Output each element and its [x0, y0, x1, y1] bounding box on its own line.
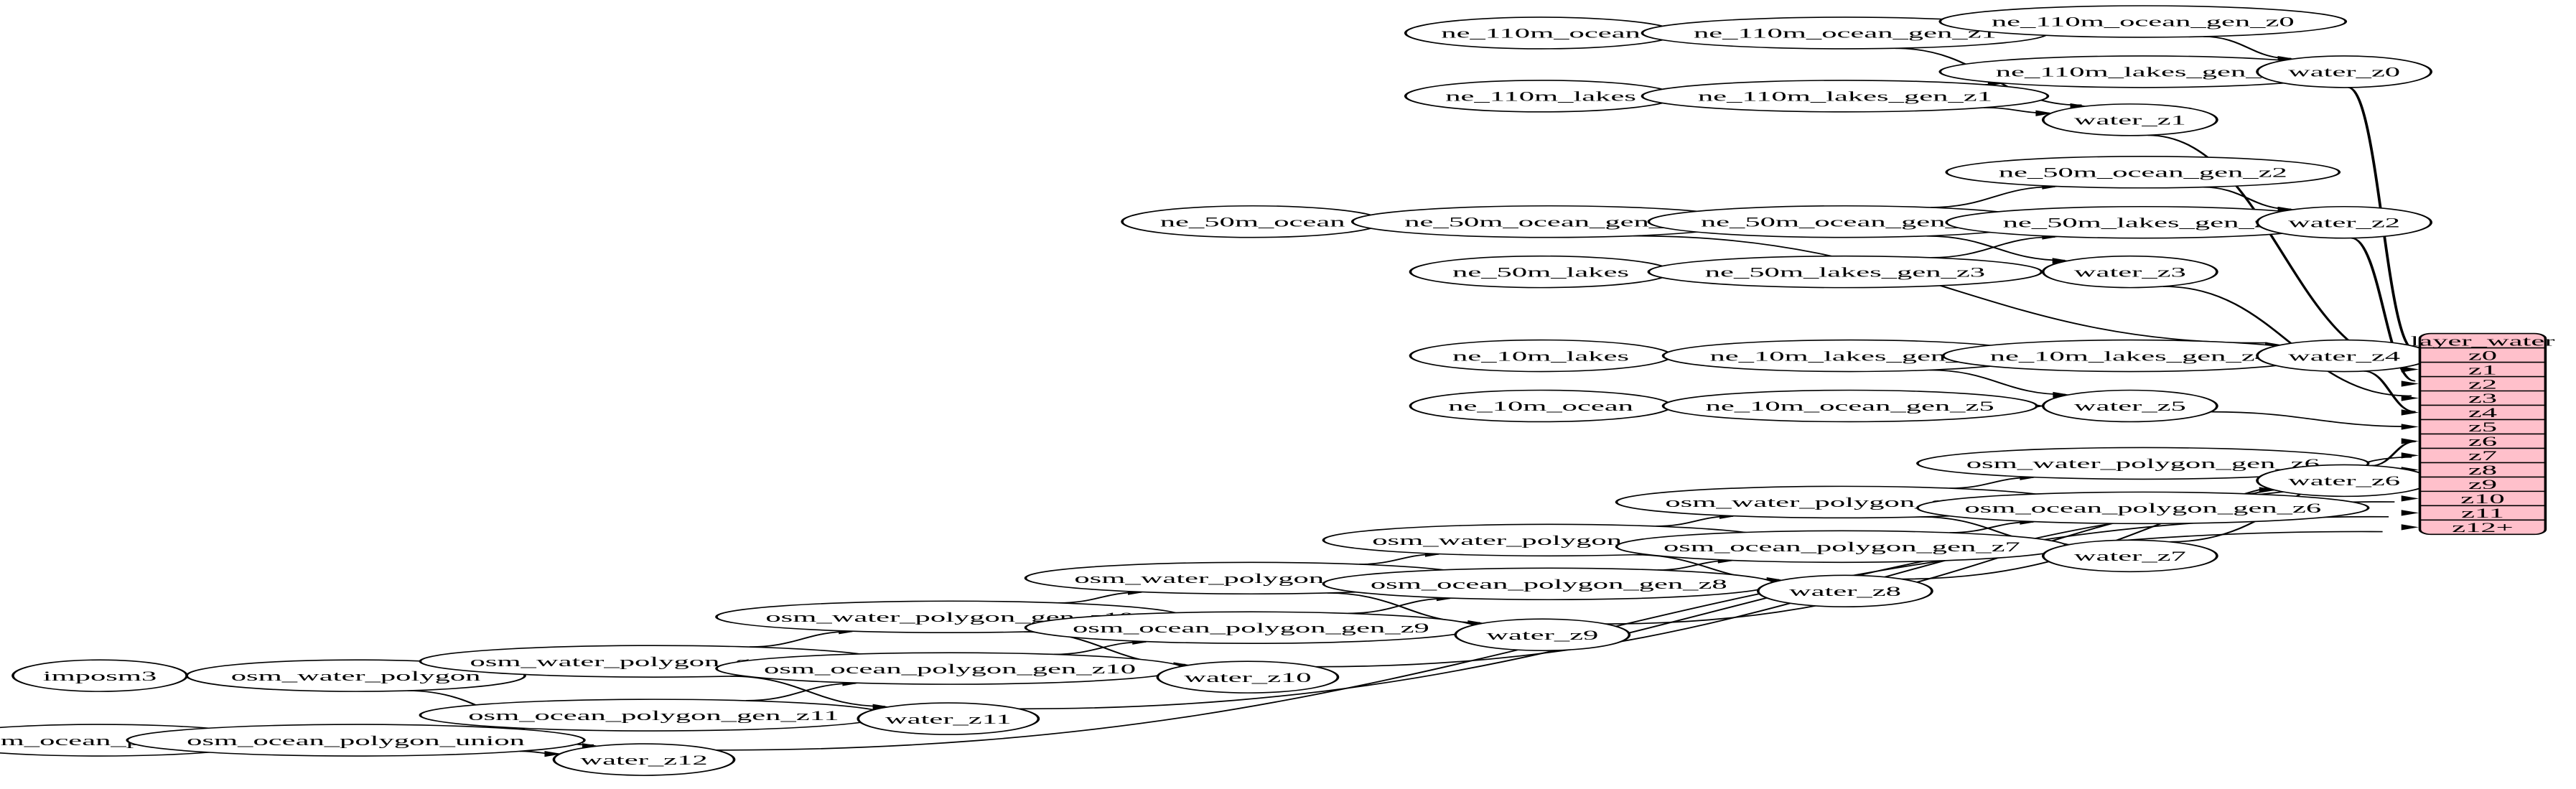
- node-ne_10m_ocean_gen_z5[interactable]: ne_10m_ocean_gen_z5: [1661, 389, 2038, 423]
- node-water_z1[interactable]: water_z1: [2041, 103, 2218, 136]
- node-shape-ne_50m_ocean_gen_z2: [1945, 156, 2341, 189]
- node-shape-water_z12: [552, 743, 736, 776]
- node-ne_50m_lakes[interactable]: ne_50m_lakes: [1409, 255, 1673, 289]
- node-water_z5[interactable]: water_z5: [2041, 389, 2218, 423]
- edge-water_z5-to-record-z5: [2211, 411, 2413, 427]
- node-water_z12[interactable]: water_z12: [552, 743, 736, 776]
- arrowhead-water_z6-to-record-z6: [2401, 438, 2419, 444]
- node-shape-osm_ocean_polygon_gen_z8: [1322, 567, 1776, 601]
- node-ne_110m_ocean[interactable]: ne_110m_ocean: [1404, 17, 1678, 50]
- node-water_z3[interactable]: water_z3: [2041, 255, 2218, 289]
- node-osm_ocean_polygon_gen_z6[interactable]: osm_ocean_polygon_gen_z6: [1916, 491, 2370, 525]
- node-shape-water_z0: [2256, 55, 2432, 88]
- node-water_z6[interactable]: water_z6: [2256, 464, 2432, 498]
- node-shape-water_z1: [2041, 103, 2218, 136]
- node-shape-water_z5: [2041, 389, 2218, 423]
- node-shape-water_z3: [2041, 255, 2218, 289]
- node-shape-ne_50m_ocean: [1121, 205, 1385, 238]
- node-shape-ne_110m_lakes_gen_z1: [1641, 80, 2050, 113]
- edge-ne_50m_ocean_gen_z3-to-ne_50m_ocean_gen_z2: [1930, 186, 2055, 208]
- record-layer: layer_waterz0z1z2z3z4z5z6z7z8z9z10z11z12…: [2410, 332, 2554, 536]
- node-shape-ne_110m_ocean_gen_z0: [1938, 5, 2348, 38]
- arrowhead-water_z2-to-record-z2: [2401, 381, 2419, 387]
- arrowhead-ne_110m_lakes_gen_z1-to-water_z1: [2035, 110, 2053, 116]
- arrowhead-water_z7-to-record-z7: [2401, 452, 2419, 459]
- edge-water_z6-to-record-z6: [2371, 441, 2417, 467]
- edge-ne_50m_lakes_gen_z3-to-ne_50m_lakes_gen_z2: [1930, 236, 2055, 258]
- arrowhead-water_z12-to-record-z12+: [2401, 524, 2419, 531]
- edge-water_z3-to-record-z3: [2162, 286, 2412, 397]
- node-shape-ne_10m_ocean_gen_z5: [1661, 389, 2038, 423]
- arrowhead-water_z10-to-record-z10: [2401, 495, 2419, 502]
- node-shape-ne_110m_lakes: [1404, 80, 1678, 113]
- node-shape-osm_ocean_polygon_gen_z6: [1916, 491, 2370, 525]
- node-shape-osm_ocean_polygon_union: [126, 724, 586, 757]
- edge-layer: [124, 25, 2419, 757]
- node-water_z10[interactable]: water_z10: [1156, 660, 1340, 694]
- node-osm_ocean_polygon_gen_z10[interactable]: osm_ocean_polygon_gen_z10: [715, 652, 1185, 685]
- edge-ne_50m_ocean_gen_z3-to-water_z3: [1926, 235, 2066, 261]
- node-water_z2[interactable]: water_z2: [2256, 205, 2432, 239]
- node-ne_50m_ocean[interactable]: ne_50m_ocean: [1121, 205, 1385, 238]
- node-ne_110m_lakes_gen_z1[interactable]: ne_110m_lakes_gen_z1: [1641, 80, 2050, 113]
- node-water_z9[interactable]: water_z9: [1454, 618, 1631, 651]
- node-water_z0[interactable]: water_z0: [2256, 55, 2432, 88]
- node-ne_10m_lakes[interactable]: ne_10m_lakes: [1409, 339, 1673, 373]
- arrowhead-water_z5-to-record-z5: [2401, 424, 2419, 430]
- node-shape-osm_ocean_polygon_gen_z11: [419, 699, 889, 732]
- node-imposm3[interactable]: imposm3: [11, 659, 188, 692]
- node-shape-ne_110m_ocean: [1404, 17, 1678, 50]
- node-shape-osm_ocean_polygon_gen_z10: [715, 652, 1185, 685]
- node-osm_ocean_polygon_gen_z9[interactable]: osm_ocean_polygon_gen_z9: [1024, 611, 1478, 644]
- record-layer-water[interactable]: layer_waterz0z1z2z3z4z5z6z7z8z9z10z11z12…: [2410, 332, 2554, 536]
- node-ne_50m_lakes_gen_z3[interactable]: ne_50m_lakes_gen_z3: [1647, 255, 2043, 289]
- node-water_z11[interactable]: water_z11: [857, 702, 1040, 735]
- node-shape-ne_10m_ocean: [1409, 389, 1673, 423]
- arrowhead-water_z11-to-record-z11: [2401, 510, 2419, 516]
- node-shape-water_z4: [2256, 339, 2432, 373]
- edge-ne_110m_ocean_gen_z0-to-water_z0: [2203, 36, 2292, 60]
- node-ne_110m_lakes[interactable]: ne_110m_lakes: [1404, 80, 1678, 113]
- edge-osm_ocean_polygon_gen_z9-to-osm_ocean_polygon_gen_z8: [1348, 597, 1450, 615]
- node-shape-osm_ocean_polygon_gen_z7: [1615, 530, 2069, 564]
- node-shape-water_z2: [2256, 205, 2432, 239]
- edge-osm_ocean_polygon_gen_z11-to-osm_ocean_polygon_gen_z10: [745, 682, 856, 701]
- node-shape-ne_50m_lakes_gen_z3: [1647, 255, 2043, 289]
- edge-water_z4-to-record-z4: [2363, 370, 2416, 413]
- edge-osm_water_polygon_gen_z11-to-osm_water_polygon_gen_z10: [749, 630, 852, 648]
- edge-osm_ocean_polygon_gen_z10-to-osm_ocean_polygon_gen_z9: [1053, 641, 1146, 655]
- node-ne_10m_ocean[interactable]: ne_10m_ocean: [1409, 389, 1673, 423]
- node-ne_50m_ocean_gen_z2[interactable]: ne_50m_ocean_gen_z2: [1945, 156, 2341, 189]
- arrowhead-water_z3-to-record-z3: [2401, 395, 2419, 401]
- node-shape-water_z9: [1454, 618, 1631, 651]
- node-osm_ocean_polygon_gen_z8[interactable]: osm_ocean_polygon_gen_z8: [1322, 567, 1776, 601]
- edge-ne_50m_ocean_gen_z4-to-water_z4: [1633, 235, 2268, 344]
- node-shape-water_z8: [1757, 574, 1933, 608]
- node-osm_ocean_polygon_gen_z7[interactable]: osm_ocean_polygon_gen_z7: [1615, 530, 2069, 564]
- node-ne_110m_ocean_gen_z0[interactable]: ne_110m_ocean_gen_z0: [1938, 5, 2348, 38]
- node-water_z7[interactable]: water_z7: [2041, 539, 2218, 573]
- node-water_z8[interactable]: water_z8: [1757, 574, 1933, 608]
- node-shape-osm_ocean_polygon_gen_z9: [1024, 611, 1478, 644]
- arrowhead-osm_ocean_polygon_union-to-water_z12: [544, 751, 562, 757]
- node-shape-water_z11: [857, 702, 1040, 735]
- node-water_z4[interactable]: water_z4: [2256, 339, 2432, 373]
- node-shape-ne_10m_lakes: [1409, 339, 1673, 373]
- node-osm_ocean_polygon_union[interactable]: osm_ocean_polygon_union: [126, 724, 586, 757]
- node-shape-osm_water_polygon_gen_z6: [1916, 447, 2370, 480]
- edge-ne_10m_lakes_gen_z5-to-water_z5: [1929, 369, 2066, 396]
- edge-water_z11-to-record-z11: [1018, 515, 2389, 710]
- node-shape-water_z10: [1156, 660, 1340, 694]
- edge-water_z2-to-record-z2: [2351, 237, 2416, 382]
- arrowhead-water_z4-to-record-z4: [2401, 409, 2419, 416]
- node-shape-water_z6: [2256, 464, 2432, 498]
- node-layer: imposm3osm_water_polygonosm_ocean_polygo…: [0, 5, 2432, 776]
- node-shape-ne_50m_lakes: [1409, 255, 1673, 289]
- node-shape-water_z7: [2041, 539, 2218, 573]
- node-shape-imposm3: [11, 659, 188, 692]
- node-osm_ocean_polygon_gen_z11[interactable]: osm_ocean_polygon_gen_z11: [419, 699, 889, 732]
